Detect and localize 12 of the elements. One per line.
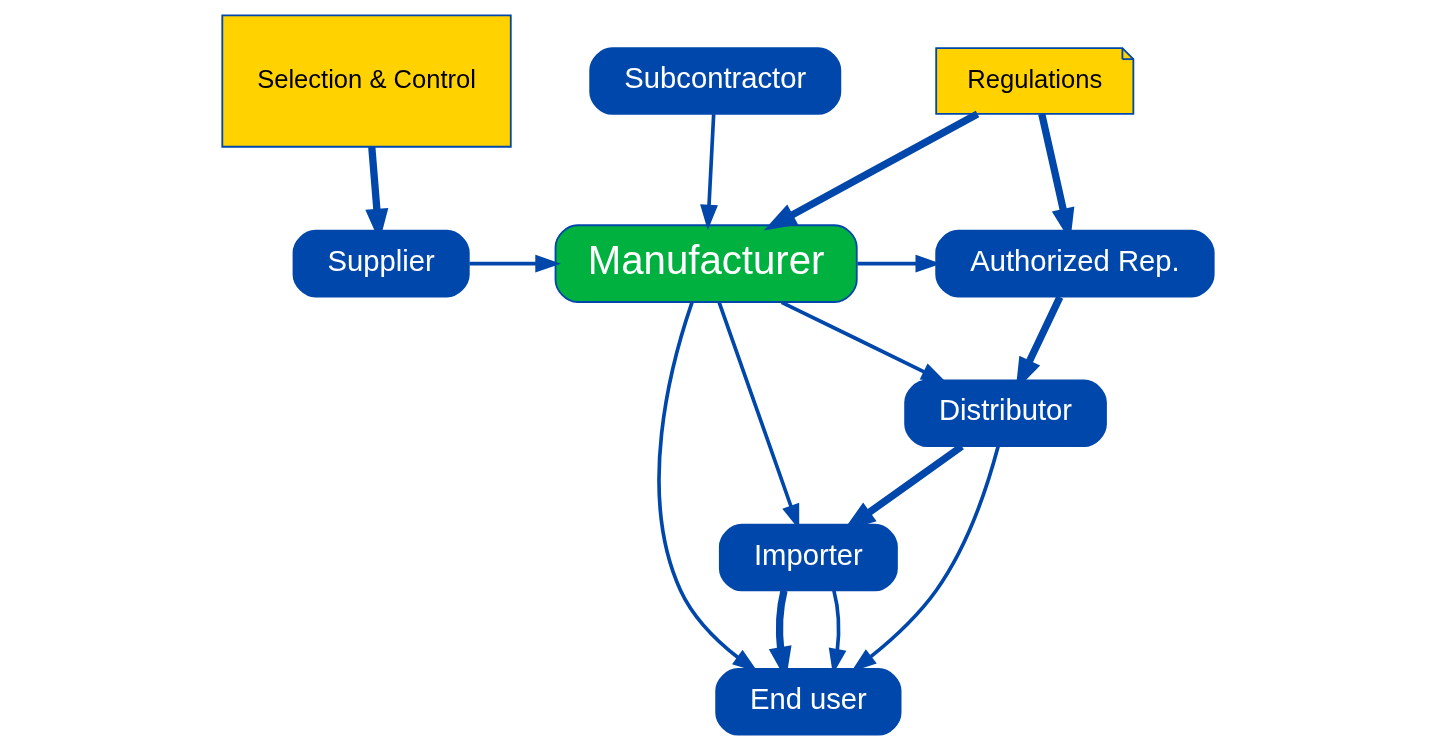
node-box: Subcontractor: [588, 47, 841, 115]
node-box: Supplier: [292, 229, 470, 298]
node-box: Distributor: [903, 379, 1107, 448]
node-box: Selection & Control: [220, 14, 512, 148]
node-box: Manufacturer: [554, 224, 858, 303]
arrow: [699, 113, 718, 231]
arrow: [763, 110, 979, 231]
node-box: End user: [714, 668, 901, 736]
arrow: [780, 300, 947, 383]
arrow: [468, 254, 561, 273]
node-box: Authorized Rep.: [934, 229, 1215, 298]
node-box: Importer: [718, 523, 898, 592]
